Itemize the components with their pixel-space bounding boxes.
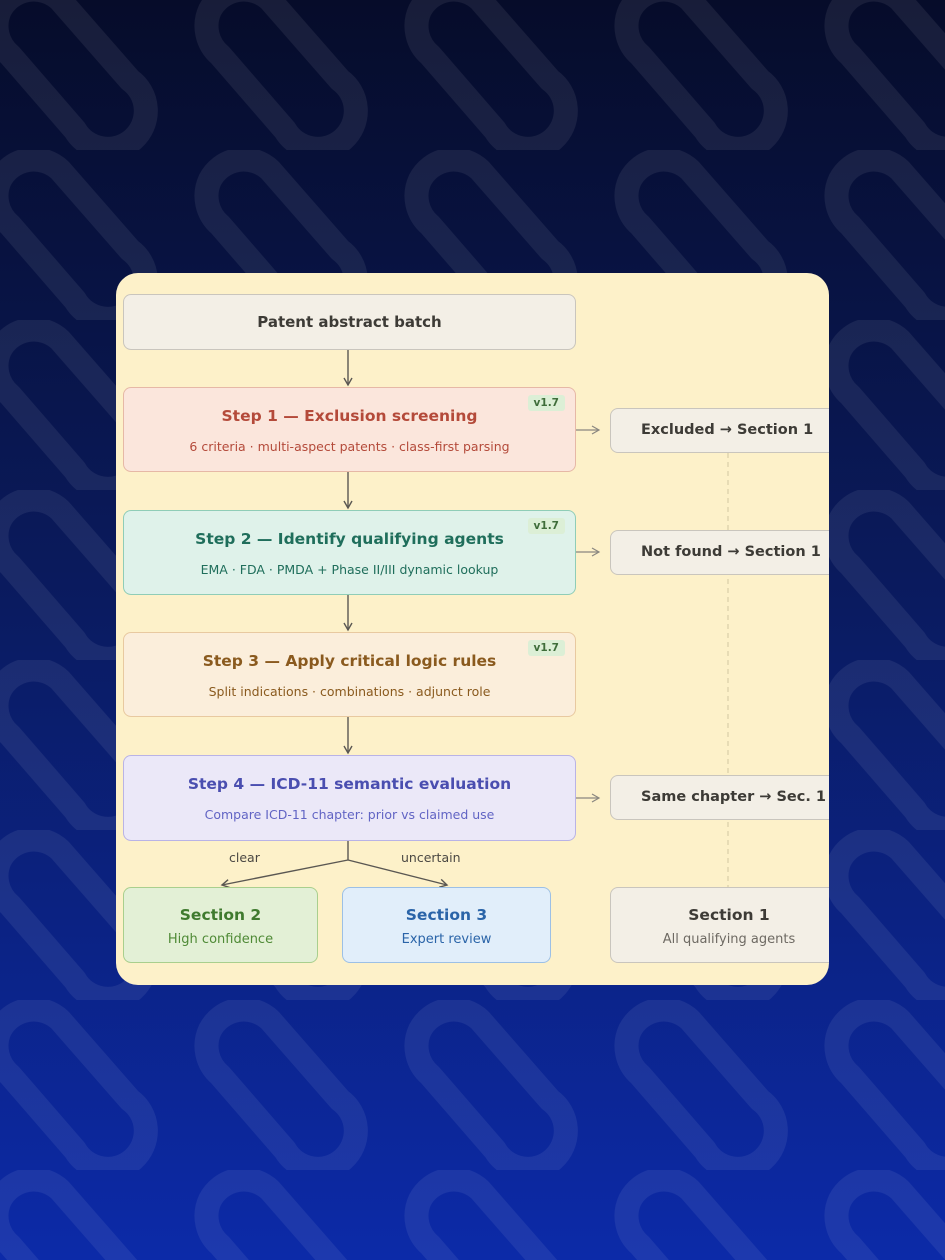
side-outcome-excluded: Excluded → Section 1 <box>610 408 829 453</box>
branch-label-clear: clear <box>229 850 260 865</box>
result-section-3: Section 3 Expert review <box>342 887 551 963</box>
step-3-title: Step 3 — Apply critical logic rules <box>202 652 497 670</box>
step-1-title: Step 1 — Exclusion screening <box>221 407 478 425</box>
step-1-node: v1.7 Step 1 — Exclusion screening 6 crit… <box>123 387 576 472</box>
start-label: Patent abstract batch <box>257 313 442 331</box>
start-node: Patent abstract batch <box>123 294 576 350</box>
result-title: Section 1 <box>688 906 770 924</box>
version-badge: v1.7 <box>527 518 565 534</box>
version-badge: v1.7 <box>527 395 565 411</box>
side-outcome-not-found: Not found → Section 1 <box>610 530 829 575</box>
connector-lines <box>220 350 729 889</box>
result-subtitle: High confidence <box>167 932 274 947</box>
version-badge: v1.7 <box>527 640 565 656</box>
result-subtitle: Expert review <box>401 932 492 947</box>
result-section-1: Section 1 All qualifying agents <box>610 887 829 963</box>
step-1-subtitle: 6 criteria · multi-aspect patents · clas… <box>189 439 510 454</box>
step-2-title: Step 2 — Identify qualifying agents <box>195 530 504 548</box>
step-4-title: Step 4 — ICD-11 semantic evaluation <box>187 775 512 793</box>
step-2-node: v1.7 Step 2 — Identify qualifying agents… <box>123 510 576 595</box>
flowchart-card: Patent abstract batch v1.7 Step 1 — Excl… <box>116 273 829 985</box>
step-4-subtitle: Compare ICD-11 chapter: prior vs claimed… <box>204 807 495 822</box>
result-subtitle: All qualifying agents <box>662 932 796 947</box>
step-2-subtitle: EMA · FDA · PMDA + Phase II/III dynamic … <box>200 562 499 577</box>
step-3-node: v1.7 Step 3 — Apply critical logic rules… <box>123 632 576 717</box>
side-outcome-same-chapter: Same chapter → Sec. 1 <box>610 775 829 820</box>
step-4-node: Step 4 — ICD-11 semantic evaluation Comp… <box>123 755 576 841</box>
branch-label-uncertain: uncertain <box>401 850 461 865</box>
result-title: Section 2 <box>179 906 262 924</box>
result-title: Section 3 <box>405 906 488 924</box>
result-section-2: Section 2 High confidence <box>123 887 318 963</box>
step-3-subtitle: Split indications · combinations · adjun… <box>208 684 491 699</box>
